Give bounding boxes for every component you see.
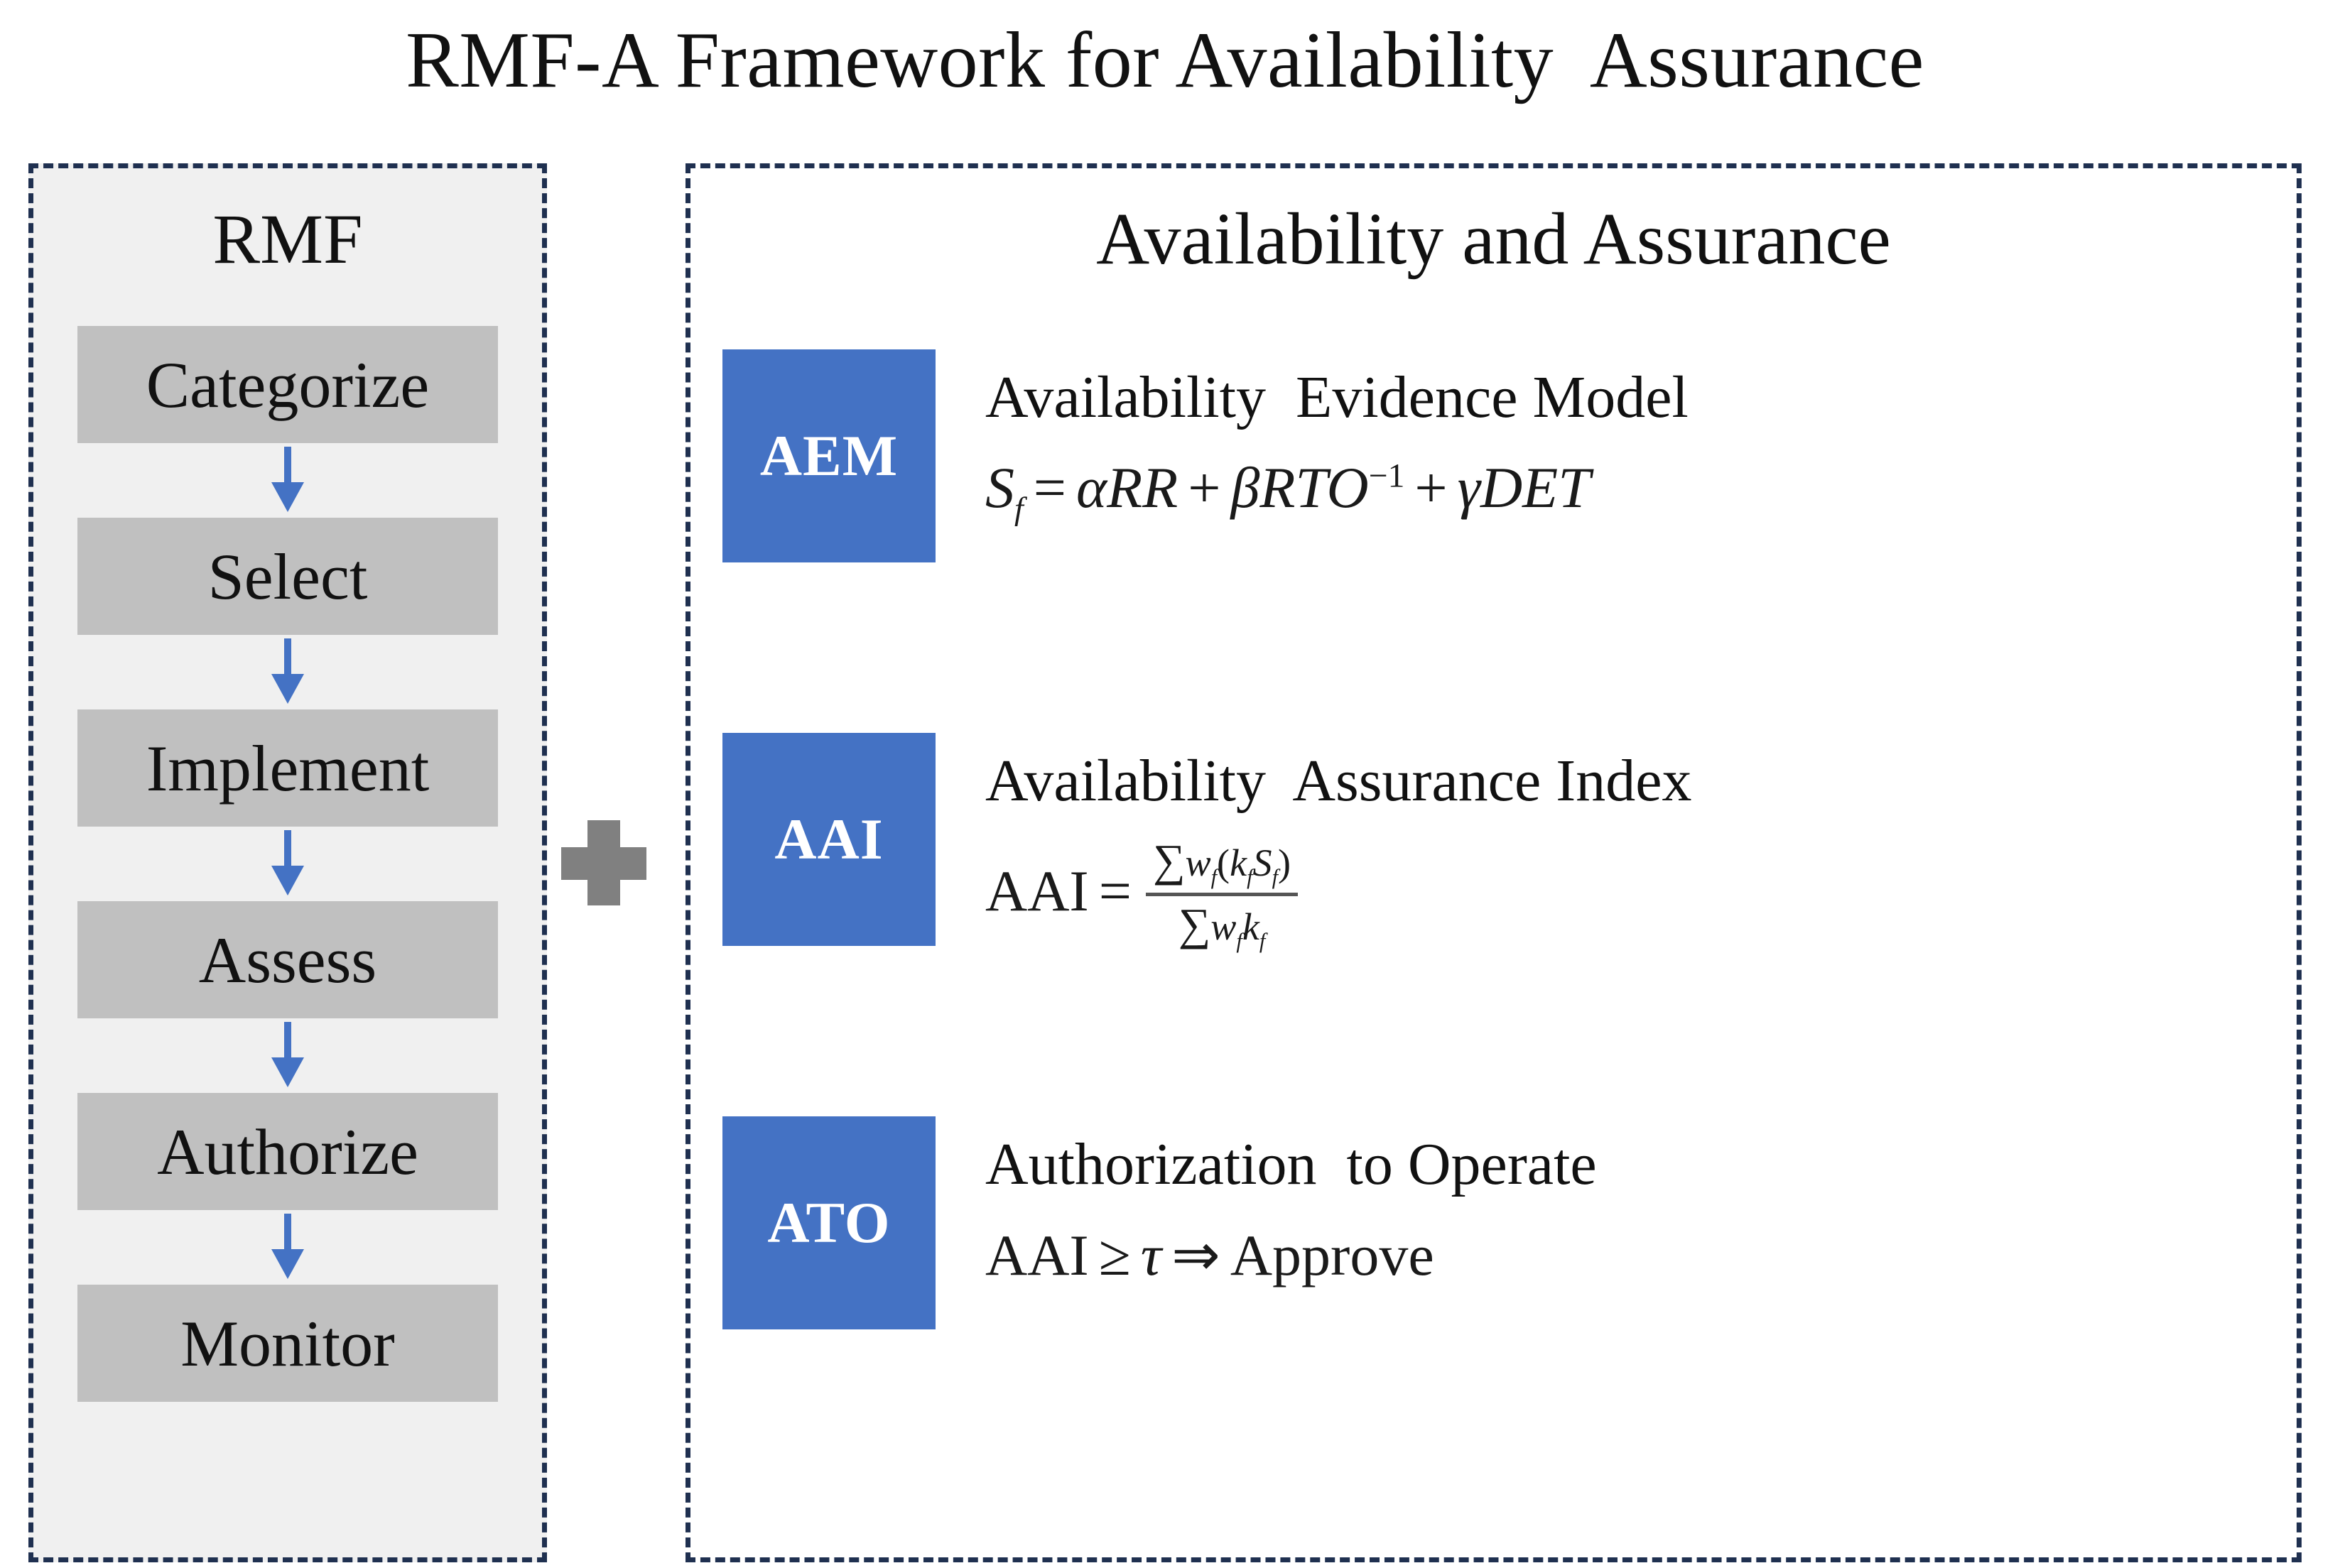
num-close-paren: ) xyxy=(1278,842,1291,885)
rmf-step-label: Authorize xyxy=(157,1115,418,1188)
badge-ato-label: ATO xyxy=(767,1190,891,1255)
rmf-step-label: Select xyxy=(207,540,368,613)
rmf-step-assess[interactable]: Assess xyxy=(77,901,498,1018)
module-row-aai: AAI Availability Assurance Index AAI= ∑w… xyxy=(722,733,2271,957)
formula-term2-exponent: −1 xyxy=(1368,458,1405,496)
rmf-step-label: Assess xyxy=(198,923,377,996)
rmf-step-authorize[interactable]: Authorize xyxy=(77,1093,498,1210)
formula-lhs: AAI xyxy=(985,1223,1089,1288)
module-row-aem: AEM Availability Evidence Model Sf=αRR+β… xyxy=(722,349,2271,562)
den-w: w xyxy=(1210,905,1237,949)
formula-lhs-symbol: S xyxy=(985,455,1014,521)
formula-numerator: ∑wf(kfSf) xyxy=(1146,835,1298,893)
num-w: w xyxy=(1185,842,1211,885)
rmf-panel-heading: RMF xyxy=(212,200,363,278)
formula-term2-coefficient: β xyxy=(1230,455,1260,521)
page-title: RMF-A Framework for Availability Assuran… xyxy=(406,16,1924,104)
formula-equals: = xyxy=(1098,859,1132,924)
rmf-step-list: Categorize Select Implement xyxy=(77,326,498,1402)
formula-term3-variable: DET xyxy=(1480,455,1591,521)
den-k-subscript: f xyxy=(1259,928,1266,953)
formula-term2-variable: RTO xyxy=(1259,455,1369,521)
formula-term1-coefficient: α xyxy=(1076,455,1107,521)
summation-icon: ∑ xyxy=(1153,835,1186,886)
formula-lhs: AAI xyxy=(985,859,1089,924)
num-k: k xyxy=(1230,842,1247,885)
den-k: k xyxy=(1242,905,1259,949)
availability-assurance-panel: Availability and Assurance AEM Availabil… xyxy=(686,163,2302,1562)
availability-assurance-heading: Availability and Assurance xyxy=(1096,198,1891,280)
rmf-step-implement[interactable]: Implement xyxy=(77,709,498,827)
num-s-subscript: f xyxy=(1272,865,1279,890)
module-body-aem: Availability Evidence Model Sf=αRR+βRTO−… xyxy=(936,349,2271,528)
formula-threshold: τ xyxy=(1140,1223,1162,1288)
formula-term1-variable: RR xyxy=(1107,455,1178,521)
module-body-ato: Authorization to Operate AAI≥τ⇒Approve xyxy=(936,1116,2271,1289)
rmf-step-categorize[interactable]: Categorize xyxy=(77,326,498,443)
module-row-ato: ATO Authorization to Operate AAI≥τ⇒Appro… xyxy=(722,1116,2271,1329)
formula-lhs-subscript: f xyxy=(1014,490,1024,527)
module-body-aai: Availability Assurance Index AAI= ∑wf(kf… xyxy=(936,733,2271,957)
badge-aai[interactable]: AAI xyxy=(722,733,936,946)
formula-fraction: ∑wf(kfSf) ∑wfkf xyxy=(1146,835,1299,954)
num-w-subscript: f xyxy=(1210,865,1218,890)
module-formula-aem: Sf=αRR+βRTO−1+γDET xyxy=(985,454,2271,527)
rmf-step-label: Implement xyxy=(146,731,430,805)
formula-plus-2: + xyxy=(1414,455,1448,521)
module-caption-ato: Authorization to Operate xyxy=(985,1131,1597,1197)
badge-aem-label: AEM xyxy=(759,423,899,488)
arrow-down-icon xyxy=(77,443,498,518)
module-caption-aai: Availability Assurance Index xyxy=(985,748,1692,814)
num-open-paren: ( xyxy=(1217,842,1230,885)
arrow-down-icon xyxy=(77,1210,498,1285)
arrow-down-icon xyxy=(77,635,498,709)
rmf-step-label: Categorize xyxy=(146,348,430,421)
den-w-subscript: f xyxy=(1236,928,1242,953)
arrow-down-icon xyxy=(77,827,498,901)
rmf-step-label: Monitor xyxy=(180,1307,395,1380)
num-s: S xyxy=(1252,842,1272,885)
formula-plus-1: + xyxy=(1188,455,1221,521)
badge-aem[interactable]: AEM xyxy=(722,349,936,562)
rmf-step-select[interactable]: Select xyxy=(77,518,498,635)
plus-icon-vertical-bar xyxy=(587,820,620,905)
rmf-panel: RMF Categorize Select Implement xyxy=(28,163,547,1562)
module-formula-aai: AAI= ∑wf(kfSf) ∑wfkf xyxy=(985,835,2271,957)
formula-implies: ⇒ xyxy=(1171,1223,1220,1288)
formula-equals: = xyxy=(1033,455,1067,521)
formula-result: Approve xyxy=(1230,1223,1434,1288)
arrow-down-icon xyxy=(77,1018,498,1093)
num-k-subscript: f xyxy=(1247,865,1253,890)
formula-term3-coefficient: γ xyxy=(1457,455,1480,521)
plus-icon xyxy=(561,820,646,905)
rmf-step-monitor[interactable]: Monitor xyxy=(77,1285,498,1402)
badge-ato[interactable]: ATO xyxy=(722,1116,936,1329)
module-formula-ato: AAI≥τ⇒Approve xyxy=(985,1221,2271,1289)
module-caption-aem: Availability Evidence Model xyxy=(985,364,1689,430)
formula-relation: ≥ xyxy=(1098,1223,1131,1288)
summation-icon: ∑ xyxy=(1178,899,1211,950)
badge-aai-label: AAI xyxy=(774,807,884,871)
formula-denominator: ∑wfkf xyxy=(1146,893,1299,954)
